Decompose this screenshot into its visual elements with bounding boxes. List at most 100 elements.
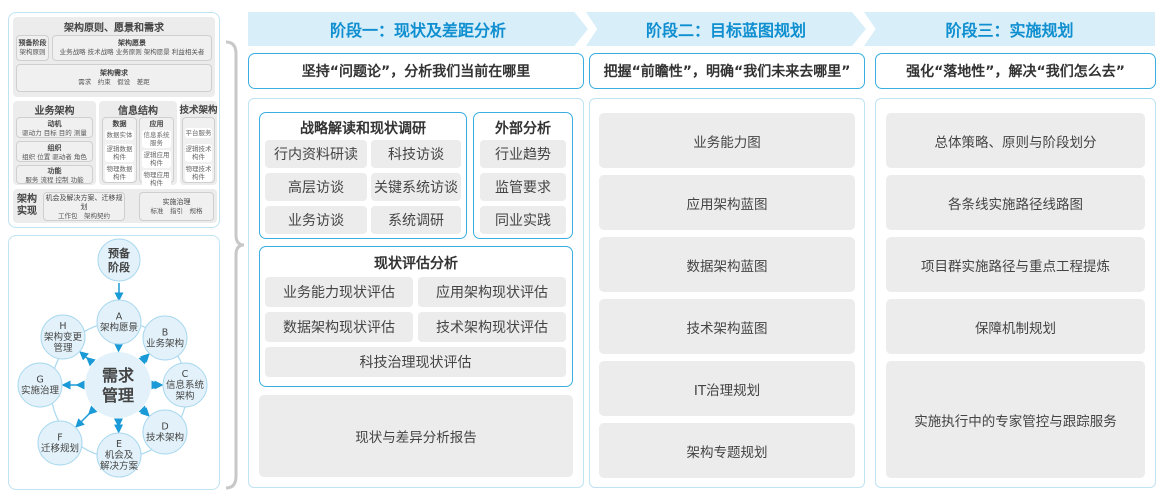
info-structure-title: 信息结构 — [118, 106, 158, 117]
node-label: 管理 — [53, 342, 73, 354]
node-label: 实施治理 — [21, 385, 60, 397]
node-label: 信息系统 — [166, 379, 205, 391]
node-label: D — [161, 422, 168, 433]
gap-report: 现状与差异分析报告 — [259, 395, 573, 477]
external-item: 行业趋势 — [480, 140, 566, 168]
phase-node-h — [40, 314, 86, 360]
blueprint-item: 业务能力图 — [599, 113, 855, 168]
strategy-item: 科技访谈 — [371, 140, 461, 168]
node-label: B — [162, 328, 169, 339]
assessment-item: 科技治理现状评估 — [265, 347, 566, 377]
motivation-box: 动机驱动力 目标 目的 测量 — [16, 117, 93, 138]
blueprint-item: 应用架构蓝图 — [599, 175, 855, 230]
strategy-item: 高层访谈 — [265, 173, 367, 201]
center-label: 需求 — [102, 366, 135, 385]
node-arrow — [138, 353, 150, 365]
assessment-item: 技术架构现状评估 — [418, 312, 566, 342]
data-box: 数据 数据实体 逻辑数据构件 物理数据构件 — [102, 117, 137, 183]
architecture-content-panel: 架构原则、愿景和需求 预备阶段架构原则 架构愿景业务战略 技术战略 业务原则 架… — [8, 12, 220, 228]
node-label: 解决方案 — [100, 460, 139, 472]
blueprint-item: 技术架构蓝图 — [599, 299, 855, 354]
phase-2-subtitle: 把握“前瞻性”，明确“我们未来去哪里” — [589, 53, 865, 89]
node-label: 机会及 — [105, 449, 134, 461]
node-label: 架构 — [175, 390, 194, 402]
requirements-box: 架构需求需求 约束 假设 差距 — [16, 64, 212, 92]
phase-2-header: 阶段二：目标蓝图规划 — [586, 12, 866, 46]
node-label: 技术架构 — [146, 432, 184, 444]
node-label: G — [36, 375, 43, 386]
phase-2-content: 业务能力图应用架构蓝图数据架构蓝图技术架构蓝图 IT治理规划架构专题规划 — [589, 98, 865, 488]
strategy-group: 战略解读和现状调研 行内资料研读 科技访谈 高层访谈 关键系统访谈 业务访谈 系… — [259, 112, 467, 239]
implementation-item: 总体策略、原则与阶段划分 — [886, 113, 1145, 168]
node-label: 业务架构 — [146, 338, 184, 350]
app-box: 应用 信息系统服务 逻辑应用构件 物理应用构件 — [139, 117, 174, 188]
strategy-item: 系统调研 — [371, 206, 461, 234]
node-label: H — [59, 321, 66, 332]
phase-1-subtitle: 坚持“问题论”，分析我们当前在哪里 — [248, 53, 584, 89]
phase-node-c — [162, 362, 208, 408]
blueprint-item: 架构专题规划 — [599, 423, 855, 478]
function-box: 功能服务 流程 控制 功能 — [16, 165, 93, 184]
node-arrow — [138, 405, 150, 417]
business-arch-section: 业务架构 动机驱动力 目标 目的 测量 组织组织 位置 驱动者 角色 功能服务 … — [13, 101, 96, 185]
node-arrow — [75, 405, 98, 428]
implementation-item: 项目群实施路径与重点工程提炼 — [886, 237, 1145, 292]
node-label: 架构变更 — [44, 331, 83, 343]
blueprint-item: 数据架构蓝图 — [599, 237, 855, 292]
governance-box: 实施治理标准 指引 规格 — [139, 192, 214, 221]
tech-arch-title: 技术架构 — [179, 105, 218, 116]
business-arch-title: 业务架构 — [34, 106, 75, 117]
center-label: 管理 — [102, 386, 134, 405]
vision-box: 架构愿景业务战略 技术战略 业务原则 架构愿景 利益相关者 — [52, 35, 212, 61]
info-structure-section: 信息结构 数据 数据实体 逻辑数据构件 物理数据构件 应用 信息系统服务 逻辑应… — [99, 101, 177, 188]
prelim-box: 预备阶段架构原则 — [16, 35, 49, 61]
prelim-node — [97, 238, 141, 282]
principles-section: 架构原则、愿景和需求 预备阶段架构原则 架构愿景业务战略 技术战略 业务原则 架… — [13, 17, 215, 97]
implementation-item: 实施执行中的专家管控与跟踪服务 — [886, 361, 1145, 478]
node-label: C — [182, 369, 189, 380]
node-arrow — [79, 351, 96, 367]
prelim-label: 预备 — [108, 246, 131, 260]
phase-node-b — [142, 315, 188, 361]
phase-node-d — [142, 409, 188, 455]
blueprint-item: IT治理规划 — [599, 361, 855, 416]
opportunity-box: 机会及解决方案、迁移规划工作包 架构契约 — [43, 192, 125, 221]
tech-arch-section: 技术架构 平台服务 逻辑技术构件 物理技术构件 — [179, 101, 218, 185]
strategy-item: 行内资料研读 — [265, 140, 367, 168]
bracket — [225, 40, 245, 490]
phase-node-e — [96, 432, 142, 478]
external-item: 监管要求 — [480, 173, 566, 201]
assessment-group: 现状评估分析 业务能力现状评估 应用架构现状评估 数据架构现状评估 技术架构现状… — [259, 246, 573, 387]
node-label: F — [57, 433, 62, 444]
assessment-item: 数据架构现状评估 — [265, 312, 413, 342]
strategy-item: 关键系统访谈 — [371, 173, 461, 201]
node-label: 架构愿景 — [100, 322, 138, 334]
node-label: A — [116, 312, 123, 323]
phase-3-subtitle: 强化“落地性”，解决“我们怎么去” — [875, 53, 1156, 89]
assessment-title: 现状评估分析 — [374, 256, 458, 272]
realization-section: 架构实现 机会及解决方案、迁移规划工作包 架构契约 实施治理标准 指引 规格 — [13, 189, 217, 223]
phase-3-header: 阶段三：实施规划 — [864, 12, 1155, 46]
organization-box: 组织组织 位置 驱动者 角色 — [16, 141, 93, 162]
node-label: E — [116, 439, 122, 450]
center-node — [85, 352, 151, 418]
phase-1-header: 阶段一：现状及差距分析 — [248, 12, 588, 46]
implementation-item: 各条线实施路径线路图 — [886, 175, 1145, 230]
phase-node-g — [17, 362, 63, 408]
external-item: 同业实践 — [480, 206, 566, 234]
prelim-label: 阶段 — [108, 260, 130, 274]
external-title: 外部分析 — [495, 121, 551, 137]
realization-title: 架构实现 — [17, 194, 37, 217]
external-group: 外部分析 行业趋势 监管要求 同业实践 — [473, 112, 573, 239]
assessment-item: 应用架构现状评估 — [418, 277, 566, 307]
phase-node-f — [37, 420, 83, 466]
phase-node-a — [96, 299, 142, 345]
strategy-item: 业务访谈 — [265, 206, 367, 234]
phase-1-content: 战略解读和现状调研 行内资料研读 科技访谈 高层访谈 关键系统访谈 业务访谈 系… — [248, 98, 584, 488]
strategy-title: 战略解读和现状调研 — [300, 121, 426, 137]
tech-box: 平台服务 逻辑技术构件 物理技术构件 — [182, 117, 215, 183]
assessment-item: 业务能力现状评估 — [265, 277, 413, 307]
phase-3-content: 总体策略、原则与阶段划分各条线实施路径线路图项目群实施路径与重点工程提炼保障机制… — [875, 98, 1156, 488]
principles-title: 架构原则、愿景和需求 — [64, 23, 164, 34]
